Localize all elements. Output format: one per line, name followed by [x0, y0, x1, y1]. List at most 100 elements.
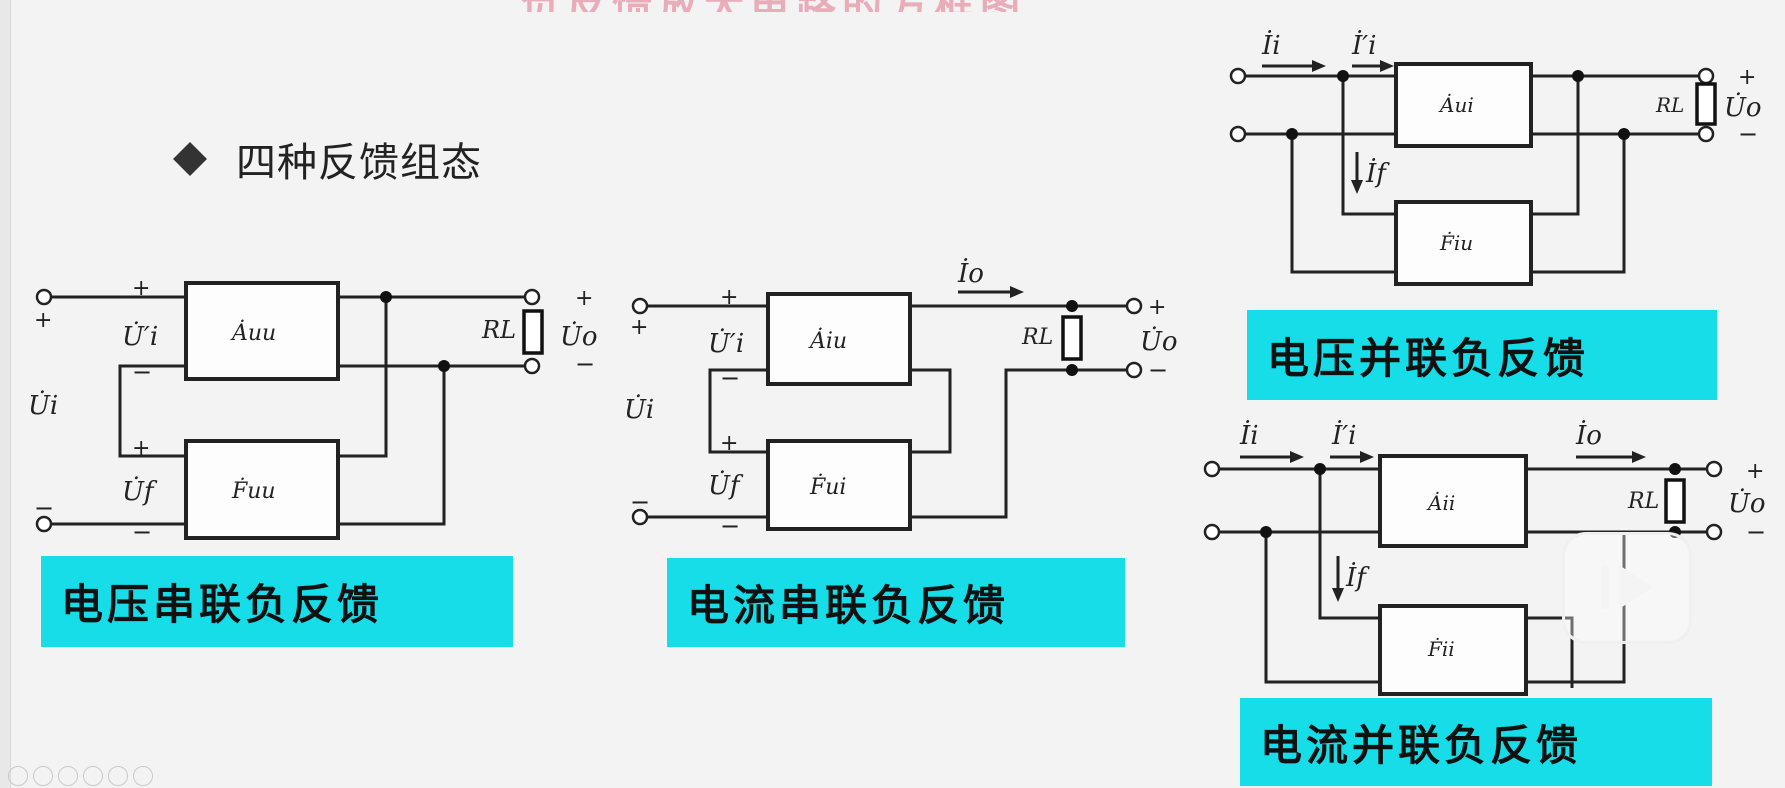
output-terminal-bottom — [1697, 125, 1715, 143]
diagram-current-series: Ȧiu Ḟui İo + U̇′i − U̇i + − + U̇f − RL +… — [624, 258, 1178, 540]
input-terminal-bottom — [1203, 523, 1221, 541]
diagram-current-shunt: Ȧii Ḟii İi İ′i İo İf RL + U̇o − — [1203, 420, 1766, 696]
ui-prime-label: U̇′i — [122, 321, 158, 352]
feedback-block — [184, 439, 340, 540]
minus-sign: − — [132, 358, 152, 386]
f-block-label: Ḟii — [1427, 637, 1455, 661]
label-voltage-shunt-text: 电压并联负反馈 — [1267, 333, 1590, 383]
label-current-series: 电流串联负反馈 — [667, 558, 1125, 647]
bullet-text: 四种反馈组态 — [236, 140, 482, 186]
input-terminal-bottom — [1229, 125, 1247, 143]
uo-label: U̇o — [1140, 326, 1178, 357]
output-minus: − — [575, 350, 595, 378]
ii-prime-label: İ′i — [1331, 420, 1357, 451]
amplifier-block — [1394, 62, 1533, 148]
amplifier-block — [766, 292, 912, 386]
input-terminal-top — [35, 288, 53, 306]
feedback-block — [1394, 200, 1533, 286]
menu-icon[interactable] — [83, 766, 103, 786]
zoom-icon[interactable] — [108, 766, 128, 786]
output-terminal-top — [1125, 297, 1143, 315]
a-block-label: Ȧiu — [808, 327, 847, 354]
minus-sign-2: − — [720, 512, 740, 540]
input-terminal-bottom — [35, 515, 53, 533]
ii-label: İi — [1239, 420, 1259, 451]
uo-label: U̇o — [1728, 488, 1766, 519]
ii-label: İi — [1261, 30, 1281, 61]
output-minus: − — [1746, 518, 1766, 546]
load-resistor — [1695, 82, 1717, 126]
diagram-voltage-shunt: Ȧui Ḟiu İi İ′i İf RL + U̇o − — [1229, 30, 1762, 286]
pen-icon[interactable] — [58, 766, 78, 786]
input-terminal-top — [631, 297, 649, 315]
f-block-label: Ḟui — [809, 473, 846, 500]
output-terminal-top — [1697, 67, 1715, 85]
input-plus: + — [630, 315, 648, 340]
feedback-block — [766, 439, 912, 531]
if-label: İf — [1345, 562, 1370, 593]
ui-label: U̇i — [624, 394, 654, 425]
label-current-shunt: 电流并联负反馈 — [1240, 698, 1712, 786]
rl-label: RL — [1021, 325, 1053, 350]
plus-sign-2: + — [132, 436, 150, 461]
a-block-label: Ȧii — [1426, 491, 1455, 515]
more-icon[interactable] — [133, 766, 153, 786]
slide-controls — [8, 766, 153, 786]
amplifier-block — [184, 281, 340, 381]
input-minus: − — [630, 488, 650, 516]
f-block-label: Ḟuu — [231, 477, 276, 504]
ui-prime-label: U̇′i — [708, 328, 744, 359]
load-resistor — [1061, 315, 1083, 361]
output-minus: − — [1148, 356, 1168, 384]
output-terminal-top — [523, 288, 541, 306]
input-minus: − — [34, 494, 54, 522]
left-edge — [0, 0, 11, 788]
input-terminal-top — [1203, 460, 1221, 478]
output-minus: − — [1738, 120, 1758, 148]
label-voltage-shunt: 电压并联负反馈 — [1247, 310, 1717, 400]
io-label: İo — [1575, 420, 1602, 451]
output-terminal-bottom — [523, 357, 541, 375]
output-terminal-bottom — [1125, 361, 1143, 379]
minus-sign-2: − — [132, 518, 152, 546]
plus-sign-2: + — [720, 431, 738, 456]
ii-prime-label: İ′i — [1351, 30, 1377, 61]
output-plus: + — [575, 286, 593, 311]
uf-label: U̇f — [708, 470, 744, 501]
ui-label: U̇i — [28, 390, 58, 421]
if-label: İf — [1365, 158, 1390, 189]
input-plus: + — [34, 308, 52, 333]
minus-sign: − — [720, 364, 740, 392]
output-plus: + — [1738, 65, 1756, 90]
uo-label: U̇o — [560, 321, 598, 352]
slide-title-fragment: 负反馈放大电路的方框图 — [520, 0, 1260, 12]
bullet-row: 四种反馈组态 — [173, 130, 482, 188]
label-voltage-series: 电压串联负反馈 — [41, 556, 513, 647]
load-resistor — [522, 309, 544, 355]
prev-icon[interactable] — [8, 766, 28, 786]
output-plus: + — [1148, 295, 1166, 320]
io-label: İo — [957, 258, 984, 289]
label-voltage-series-text: 电压串联负反馈 — [61, 580, 384, 629]
a-block-label: Ȧui — [1438, 93, 1474, 117]
amplifier-block — [1378, 454, 1528, 548]
output-terminal-top — [1705, 460, 1723, 478]
rl-label: RL — [1655, 93, 1684, 117]
f-block-label: Ḟiu — [1439, 231, 1473, 255]
load-resistor — [1664, 478, 1686, 524]
label-current-shunt-text: 电流并联负反馈 — [1260, 720, 1583, 770]
output-plus: + — [1746, 459, 1764, 484]
diagram-voltage-series: Ȧuu Ḟuu + U̇′i − U̇i + − + U̇f − RL U̇o … — [28, 276, 598, 546]
plus-sign: + — [132, 276, 150, 301]
output-terminal-bottom — [1705, 523, 1723, 541]
label-current-series-text: 电流串联负反馈 — [687, 581, 1010, 630]
play-button-icon[interactable] — [1562, 532, 1692, 644]
a-block-label: Ȧuu — [230, 319, 276, 346]
input-terminal-top — [1229, 67, 1247, 85]
uf-label: U̇f — [122, 476, 158, 507]
rl-label: RL — [481, 316, 516, 344]
plus-sign: + — [720, 285, 738, 310]
next-icon[interactable] — [33, 766, 53, 786]
